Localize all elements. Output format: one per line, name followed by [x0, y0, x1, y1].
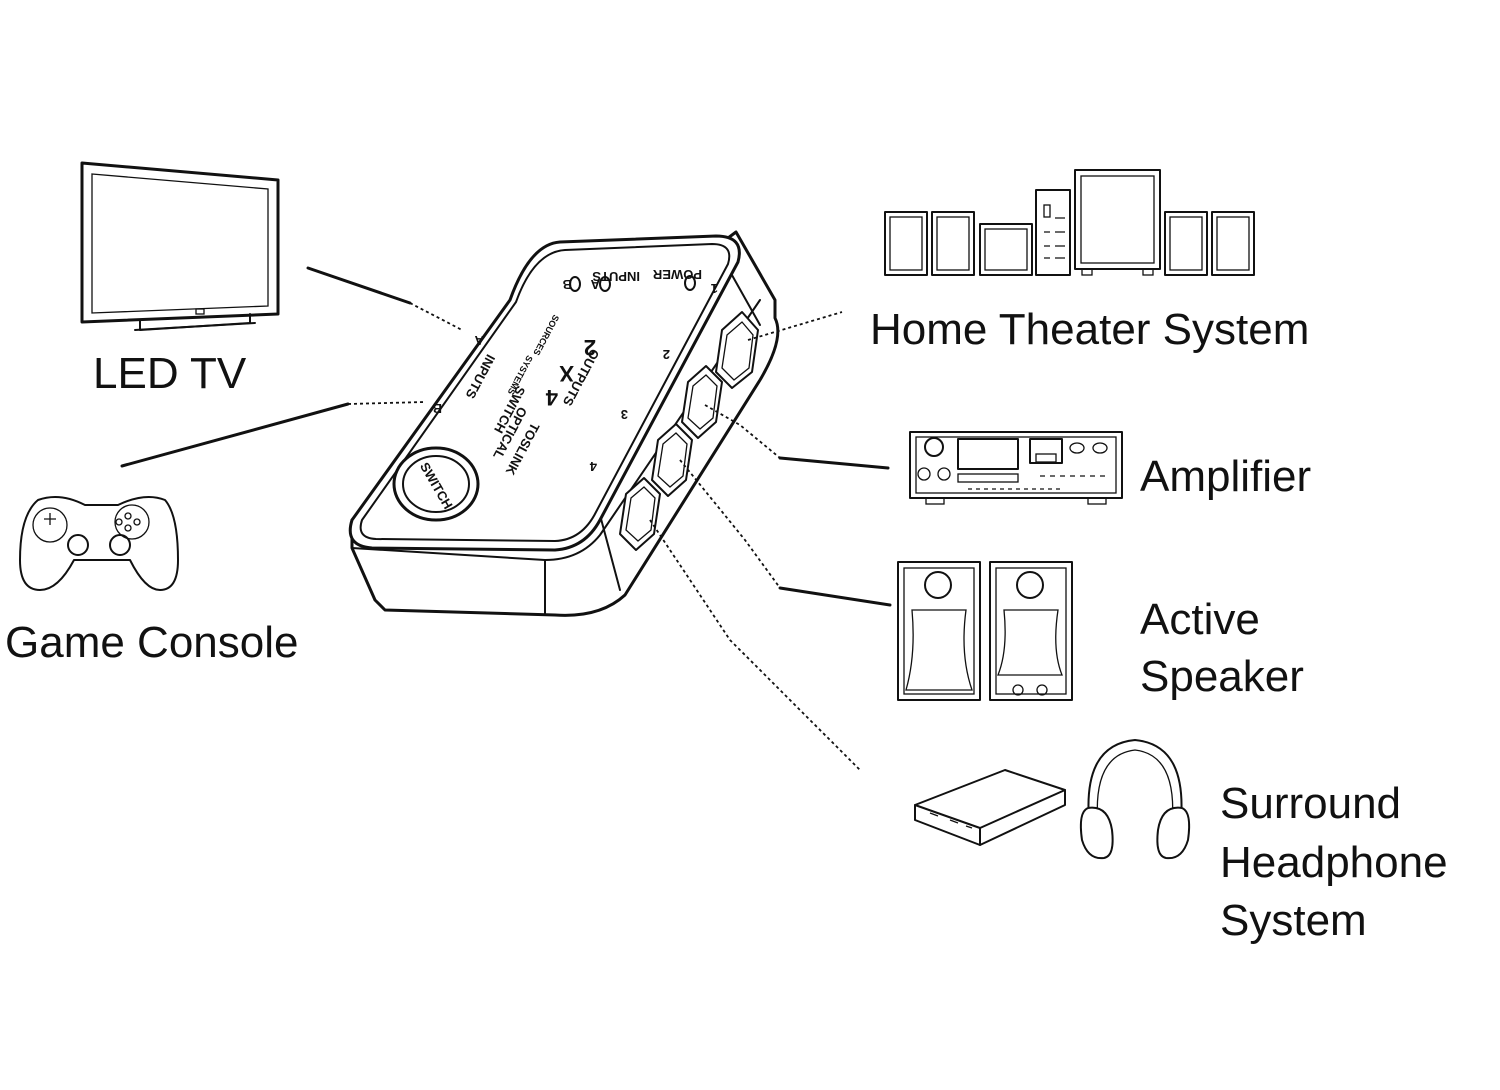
led-b-label: B [563, 277, 572, 292]
led-tv-icon [80, 161, 280, 331]
home-theater-icon [884, 169, 1255, 276]
led-tv-label: LED TV [93, 349, 247, 398]
headphones-icon [1079, 739, 1191, 860]
headphone-base-icon [914, 769, 1066, 846]
surround-label-3: System [1220, 896, 1367, 945]
optical-port-2[interactable] [681, 365, 723, 439]
power-label: POWER [652, 267, 702, 282]
surround-label-2: Headphone [1220, 838, 1448, 887]
optical-port-1[interactable] [715, 311, 759, 389]
amplifier-icon [909, 431, 1123, 505]
optical-port-4[interactable] [619, 477, 661, 551]
optical-switch-box: POWER INPUTS A B 1 2 3 4 OUTPUTS 2 X 4 S… [348, 230, 780, 617]
surround-label-1: Surround [1220, 779, 1401, 828]
led-a-label: A [590, 277, 600, 292]
switch-button[interactable]: SWITCH [392, 446, 480, 522]
active-speaker-label-1: Active [1140, 595, 1260, 644]
port-1-label: 1 [711, 281, 718, 296]
game-console-label: Game Console [5, 618, 298, 667]
input-b-label: B [433, 401, 442, 416]
game-console-icon [19, 495, 179, 591]
input-a-label: A [474, 333, 484, 348]
input-wires [120, 266, 463, 468]
port-3-label: 3 [621, 407, 628, 422]
matrix-x: X [559, 361, 574, 386]
inputs-indicator-label: INPUTS [592, 269, 640, 284]
home-theater-label: Home Theater System [870, 305, 1309, 354]
active-speaker-label-2: Speaker [1140, 652, 1304, 701]
matrix-2: 2 [584, 335, 596, 360]
output-wires [649, 311, 892, 771]
port-4-label: 4 [589, 459, 597, 474]
active-speaker-icon [897, 561, 1073, 701]
amplifier-label: Amplifier [1140, 452, 1311, 501]
port-2-label: 2 [663, 347, 670, 362]
optical-port-3[interactable] [651, 423, 693, 497]
matrix-4: 4 [545, 385, 558, 410]
